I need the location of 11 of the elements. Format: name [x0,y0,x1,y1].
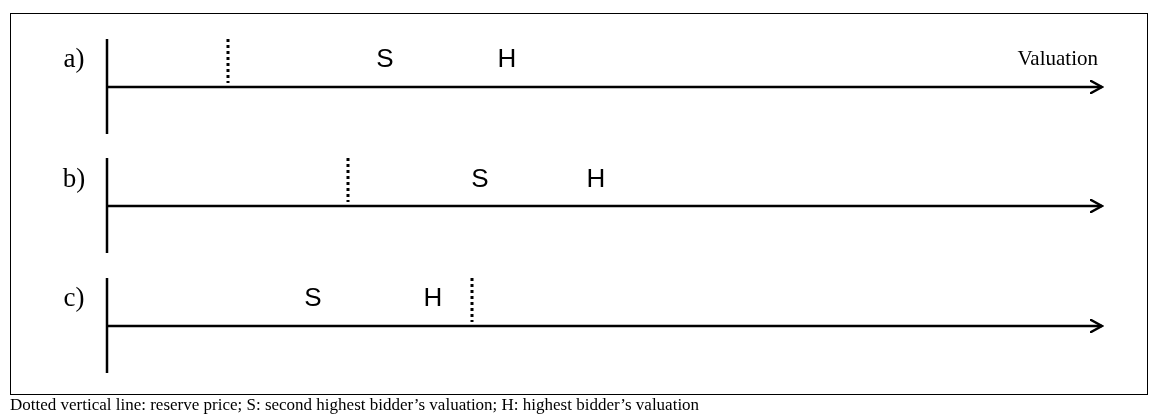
valuation-marker-label: S [304,284,322,310]
valuation-marker-label: H [423,284,443,310]
valuation-marker-label: H [586,165,606,191]
valuation-marker-label: S [376,45,394,71]
panel-letter: a) [63,44,85,72]
panel-letter: c) [63,283,85,311]
valuation-marker-label: S [471,165,489,191]
panel-letter: b) [62,164,86,192]
caption: Dotted vertical line: reserve price; S: second highest bidder’s valuation; H: highest bidder’s valuation [10,396,700,414]
axis-label: Valuation [1017,47,1098,69]
valuation-marker-label: H [497,45,517,71]
